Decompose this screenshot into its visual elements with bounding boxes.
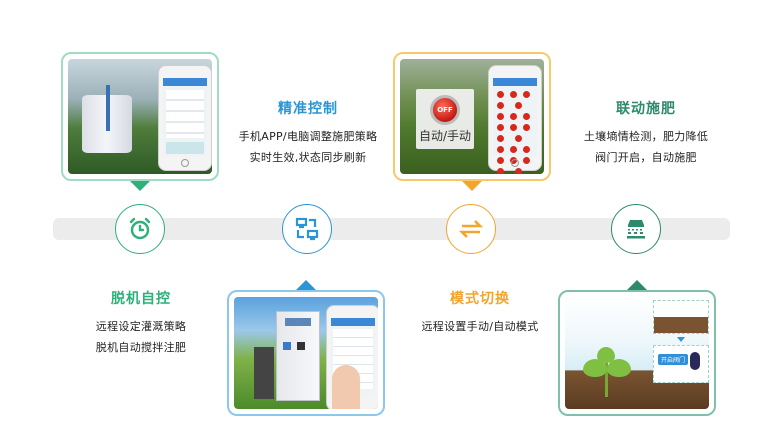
node-offline <box>115 204 165 254</box>
node-linkage <box>611 204 661 254</box>
phone-mockup <box>488 65 542 174</box>
fertigation-machine <box>276 311 320 401</box>
feature-line: 实时生效,状态同步刷新 <box>249 151 367 164</box>
valve-popup: 开启阀门 <box>653 345 709 383</box>
mode-label: 自动/手动 <box>418 129 472 143</box>
hand-touch <box>332 365 360 409</box>
image-card-mode: OFF 自动/手动 <box>393 52 551 191</box>
feature-precise: 精准控制 手机APP/电脑调整施肥策略 实时生效,状态同步刷新 <box>228 98 388 168</box>
open-valve-tag: 开启阀门 <box>658 354 689 365</box>
leaf <box>597 347 615 363</box>
flow-arrow <box>677 337 685 342</box>
network-computers-icon <box>295 217 319 241</box>
image-card-precise <box>227 280 385 416</box>
feature-linkage: 联动施肥 土壤墒情检测，肥力降低 阀门开启，自动施肥 <box>561 98 731 168</box>
feature-line: 手机APP/电脑调整施肥策略 <box>238 130 378 143</box>
feature-line: 土壤墒情检测，肥力降低 <box>583 130 709 143</box>
feature-line: 远程设置手动/自动模式 <box>421 320 539 333</box>
pump <box>254 347 274 399</box>
soil-sensor-popup <box>653 300 709 334</box>
fertilizer-tank <box>82 85 132 153</box>
feature-title: 联动施肥 <box>616 101 676 117</box>
arrow-down-indicator <box>462 181 482 191</box>
feature-title: 精准控制 <box>278 101 338 117</box>
switch-arrows-icon <box>458 220 484 238</box>
soil-illustration: 开启阀门 <box>565 297 709 409</box>
phone-mockup <box>158 65 212 171</box>
phone-mockup <box>326 305 378 409</box>
soil-sensor-icon <box>627 220 645 239</box>
tea-field-photo: OFF 自动/手动 <box>400 59 544 174</box>
mode-switch-panel: OFF 自动/手动 <box>416 89 474 149</box>
feature-line: 阀门开启，自动施肥 <box>595 151 697 164</box>
node-precise <box>282 204 332 254</box>
arrow-down-indicator <box>130 181 150 191</box>
greenhouse-photo <box>68 59 212 174</box>
feature-line: 脱机自动搅拌注肥 <box>95 341 187 354</box>
feature-offline: 脱机自控 远程设定灌溉策略 脱机自动搅拌注肥 <box>66 288 216 358</box>
arrow-up-indicator <box>627 280 647 290</box>
feature-title: 脱机自控 <box>111 291 171 307</box>
plant <box>605 355 608 397</box>
image-card-linkage: 开启阀门 <box>558 280 716 416</box>
feature-line: 远程设定灌溉策略 <box>95 320 187 333</box>
node-mode <box>446 204 496 254</box>
arrow-up-indicator <box>296 280 316 290</box>
leaf <box>607 359 631 377</box>
feature-mode: 模式切换 远程设置手动/自动模式 <box>400 288 560 337</box>
feature-title: 模式切换 <box>450 291 510 307</box>
field-photo <box>234 297 378 409</box>
off-button: OFF <box>430 95 460 125</box>
timeline-bar <box>53 218 730 240</box>
image-card-offline <box>61 52 219 191</box>
alarm-clock-icon <box>129 217 151 240</box>
leaf <box>583 359 607 377</box>
